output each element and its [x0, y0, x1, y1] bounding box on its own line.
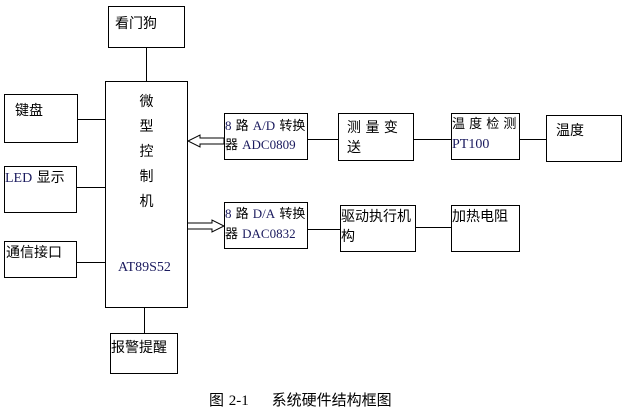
transmitter-tempdetect-connector [413, 139, 451, 140]
temperature-label: 温度 [556, 123, 584, 139]
adc-line1: 8 路 A/D 转换 [225, 118, 305, 135]
transmitter-line1: 测 量 变 [347, 120, 398, 136]
keyboard-connector [77, 119, 106, 120]
adc-word-lu: 路 [235, 119, 249, 134]
transmitter-line2: 送 [347, 140, 361, 156]
keyboard-label: 键盘 [15, 103, 43, 119]
adc-model: ADC0809 [242, 137, 296, 152]
mcu-char: 机 [139, 194, 154, 210]
dac-word-qi: 器 [225, 227, 239, 242]
tempdetect-temperature-connector [519, 139, 546, 140]
mcu-to-dac-arrow [186, 219, 226, 233]
caption-prefix: 图 [209, 391, 225, 409]
dac-driver-connector [307, 229, 340, 230]
dac-box: 8 路 D/A 转换 器 DAC0832 [224, 202, 308, 249]
transmitter-box: 测 量 变 送 [338, 113, 414, 161]
temp-detect-box: 温 度 检 测 PT100 [451, 113, 520, 160]
mcu-char: 控 [139, 144, 154, 160]
comm-connector [76, 262, 106, 263]
temp-detect-line1: 温 度 检 测 [452, 117, 517, 132]
dac-line1: 8 路 D/A 转换 [225, 206, 305, 223]
mcu-model: AT89S52 [118, 260, 171, 275]
mcu-name: 微 型 控 制 机 [106, 90, 187, 215]
mcu-char: 型 [139, 119, 154, 135]
dac-channels: 8 [225, 206, 232, 221]
led-display-label: LED 显示 [5, 170, 65, 187]
driver-heater-connector [414, 227, 451, 228]
adc-box: 8 路 A/D 转换 器 ADC0809 [224, 113, 308, 160]
adc-to-mcu-arrow [186, 134, 225, 148]
temp-detect-model: PT100 [452, 137, 490, 152]
caption-title: 系统硬件结构框图 [271, 391, 392, 409]
alarm-box: 报警提醒 [110, 333, 178, 374]
adc-word-qi: 器 [225, 138, 239, 153]
led-prefix: LED [5, 171, 33, 186]
watchdog-label: 看门狗 [115, 16, 157, 32]
dac-model: DAC0832 [242, 226, 296, 241]
mcu-char: 微 [139, 94, 154, 110]
driver-line2: 构 [341, 229, 355, 245]
dac-word-lu: 路 [235, 207, 249, 222]
mcu-char: 制 [139, 169, 154, 185]
led-connector [76, 187, 106, 188]
adc-transmitter-connector [307, 139, 339, 140]
comm-interface-box: 通信接口 [4, 241, 77, 278]
watchdog-connector [146, 47, 147, 82]
adc-channels: 8 [225, 118, 232, 133]
mcu-box: 微 型 控 制 机 AT89S52 [105, 81, 188, 308]
adc-type: A/D [252, 118, 276, 133]
dac-line2: 器 DAC0832 [225, 226, 296, 243]
led-suffix: 显示 [36, 170, 65, 186]
driver-line1: 驱动执行机 [341, 209, 411, 225]
led-display-box: LED 显示 [4, 166, 77, 213]
alarm-connector [144, 307, 145, 335]
caption-number: 2-1 [228, 393, 249, 409]
comm-interface-label: 通信接口 [6, 245, 62, 261]
adc-word-convert: 转换 [279, 119, 306, 134]
alarm-label: 报警提醒 [111, 340, 167, 356]
driver-box: 驱动执行机 构 [340, 205, 416, 252]
heater-label: 加热电阻 [452, 209, 508, 225]
figure-caption: 图 2-1 系统硬件结构框图 [209, 391, 392, 410]
adc-line2: 器 ADC0809 [225, 137, 296, 154]
dac-word-convert: 转换 [279, 207, 306, 222]
watchdog-box: 看门狗 [108, 6, 185, 48]
keyboard-box: 键盘 [4, 94, 78, 143]
heater-box: 加热电阻 [451, 205, 520, 252]
dac-type: D/A [252, 206, 276, 221]
temperature-box: 温度 [546, 115, 622, 162]
